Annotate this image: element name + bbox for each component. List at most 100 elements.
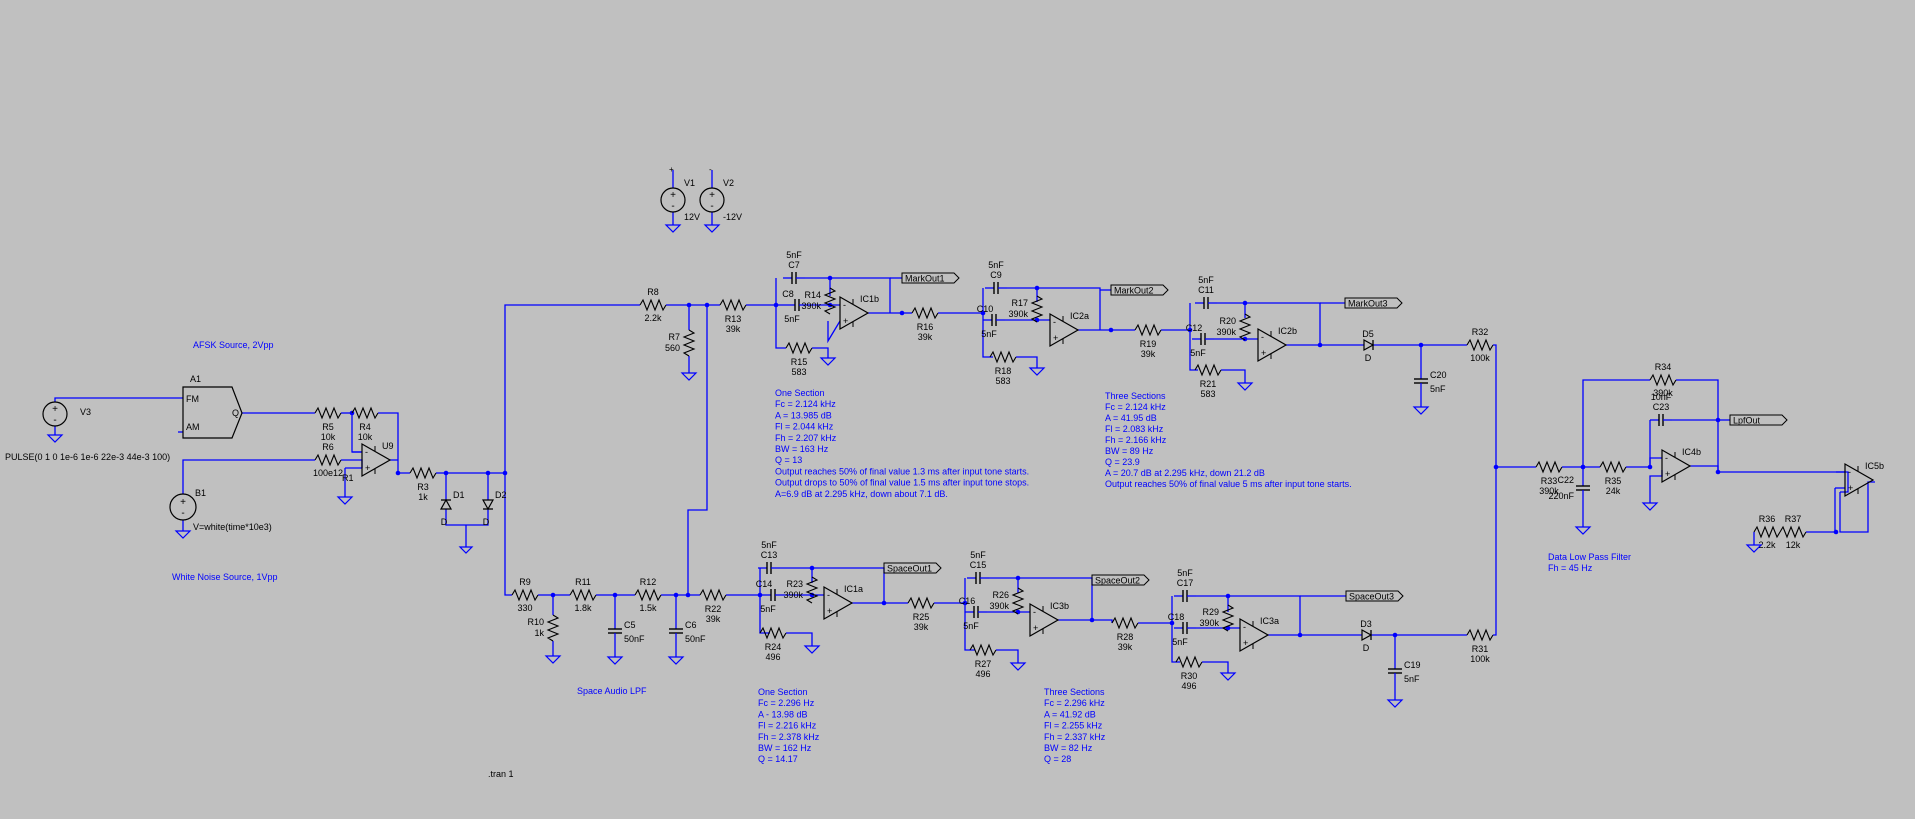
component-name: R19 <box>1140 339 1157 349</box>
component-value: 10nF <box>1651 392 1672 402</box>
component-name: C13 <box>761 550 778 560</box>
component-value: 39k <box>914 622 929 632</box>
comment-line: Output reaches 50% of final value 5 ms a… <box>1105 479 1352 489</box>
ground-triangle <box>458 546 474 554</box>
comment-line: A = 41.92 dB <box>1044 709 1096 719</box>
resistor-body <box>805 576 819 604</box>
source-name: V2 <box>723 178 734 188</box>
component-name: R36 <box>1759 514 1776 524</box>
ground-symbol <box>1574 524 1592 535</box>
resistor-body <box>785 341 813 355</box>
opamp-plus: + <box>1033 623 1038 633</box>
component-value: 390k <box>783 590 803 600</box>
component-name: R32 <box>1472 327 1489 337</box>
svg-text:+: + <box>52 404 58 415</box>
diode-body <box>1361 628 1373 642</box>
ground-triangle <box>46 434 64 443</box>
component-name: R23 <box>786 579 803 589</box>
diode-body <box>1363 338 1375 352</box>
resistor-body <box>1466 338 1494 352</box>
opamp-name: IC3a <box>1260 616 1279 626</box>
wire <box>1493 467 1497 636</box>
ground-triangle <box>1412 406 1430 415</box>
wire <box>982 288 993 358</box>
component-name: R1 <box>342 473 354 483</box>
resistor-body <box>907 596 935 610</box>
svg-text:+: + <box>709 190 715 201</box>
opamp-minus: - <box>1665 453 1668 463</box>
opamp-plus: + <box>1261 348 1266 358</box>
pin-label: AM <box>186 422 200 432</box>
opamp-body <box>1844 462 1875 498</box>
component-value: 39k <box>726 324 741 334</box>
opamp-ic1a: -+IC1a <box>823 584 863 621</box>
comment-line: Fl = 2.216 kHz <box>758 721 817 731</box>
wire <box>504 473 512 596</box>
comment-line: Fc = 2.296 Hz <box>758 698 815 708</box>
component-value: 390k <box>1199 618 1219 628</box>
comment-line: Q = 23.9 <box>1105 457 1140 467</box>
opamp-name: IC2b <box>1278 326 1297 336</box>
supply-v1: +- <box>660 187 686 213</box>
resistor-body <box>569 588 597 602</box>
component-name: C22 <box>1557 475 1574 485</box>
opamp-body <box>1661 448 1692 484</box>
component-value: D <box>1365 353 1372 363</box>
resistor-body <box>409 466 437 480</box>
component-name: R27 <box>975 659 992 669</box>
comment-line: Fh = 2.337 kHz <box>1044 732 1106 742</box>
comment-line: One Section <box>758 687 808 697</box>
ground-triangle <box>803 645 821 654</box>
wire <box>1221 369 1246 380</box>
resistor-body <box>1194 363 1222 377</box>
ground-triangle <box>174 530 192 539</box>
resistor-body <box>1779 525 1807 539</box>
component-name: C12 <box>1186 323 1203 333</box>
wire <box>54 397 183 402</box>
opamp-ic5b: -+IC5b <box>1844 461 1884 498</box>
source-value: 12V <box>684 212 700 222</box>
resistor-body <box>1599 460 1627 474</box>
component-name: C11 <box>1198 285 1214 295</box>
component-name: C20 <box>1430 370 1447 380</box>
wire <box>964 578 975 651</box>
component-value: 5nF <box>970 550 986 560</box>
diode-d5: D5D <box>1362 329 1375 363</box>
component-value: D <box>1363 643 1370 653</box>
component-value: 5nF <box>1430 384 1446 394</box>
component-value: 5nF <box>1404 674 1420 684</box>
component-name: C16 <box>959 596 976 606</box>
diode-d3: D3D <box>1360 619 1373 653</box>
opamp-plus: + <box>1053 333 1058 343</box>
component-name: R21 <box>1200 379 1217 389</box>
resistor-body <box>351 406 379 420</box>
ground-symbol <box>1641 500 1659 511</box>
comment-line: Fh = 2.166 kHz <box>1105 435 1167 445</box>
comment-line: Output reaches 50% of final value 1.3 ms… <box>775 466 1029 476</box>
svg-text:+: + <box>180 497 186 508</box>
wire <box>812 347 829 355</box>
wire <box>397 443 410 474</box>
source-circle <box>699 187 725 213</box>
resistor-body <box>1238 313 1252 341</box>
component-name: R12 <box>640 577 657 587</box>
net-label-lpfout: LpfOut <box>1729 414 1788 426</box>
opamp-ic3a: -+IC3a <box>1239 616 1279 653</box>
component-value: 390k <box>1008 309 1028 319</box>
